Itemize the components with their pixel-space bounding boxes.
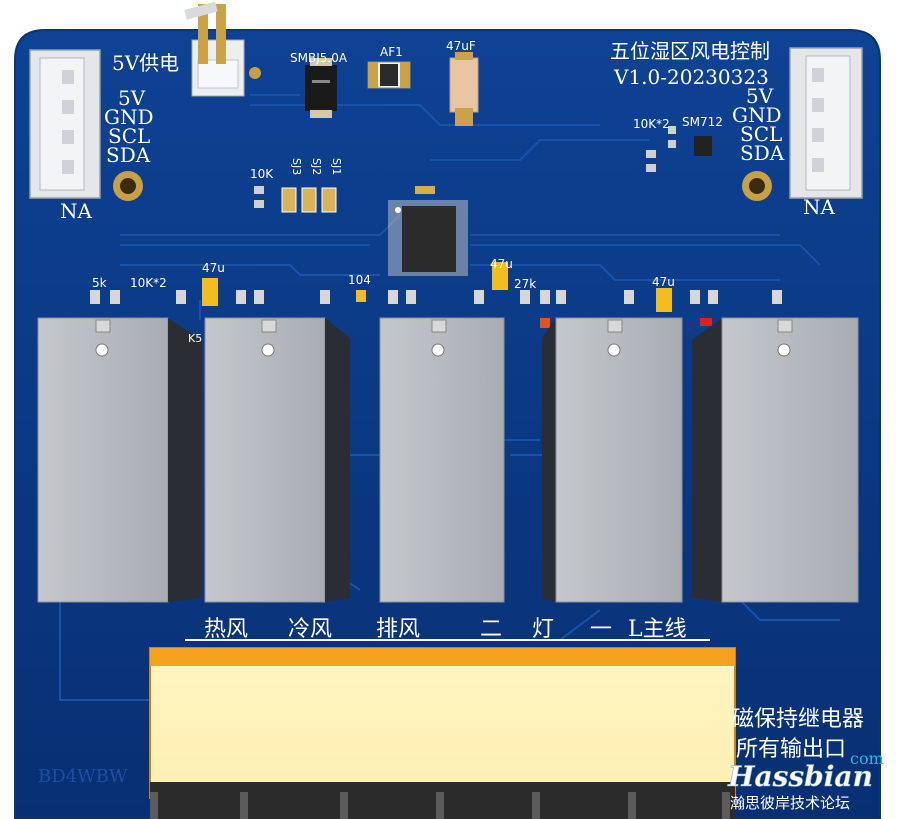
tvs-diode bbox=[305, 58, 337, 118]
label-right-pin-gnd: GND bbox=[732, 103, 782, 127]
led-indicator bbox=[700, 318, 712, 326]
label-cap-top: 47uF bbox=[446, 39, 476, 53]
label-cap-47u-b: 47u bbox=[490, 257, 513, 271]
label-right-na: NA bbox=[803, 195, 836, 219]
label-channel-two: 二 bbox=[480, 617, 502, 642]
label-channel-light: 灯 bbox=[532, 617, 554, 642]
main-ic bbox=[388, 186, 468, 276]
relay-5 bbox=[692, 317, 859, 603]
esd-protector bbox=[646, 126, 712, 172]
label-title-line1: 五位湿区风电控制 bbox=[610, 39, 770, 63]
label-sj2: SJ2 bbox=[310, 158, 323, 175]
power-header bbox=[184, 1, 245, 97]
label-left-na: NA bbox=[60, 199, 93, 223]
label-r-10k2: 10K*2 bbox=[130, 276, 167, 290]
tantalum-caps-row bbox=[202, 262, 672, 312]
label-sj3: SJ3 bbox=[290, 158, 303, 175]
label-cap-47u-c: 47u bbox=[652, 275, 675, 289]
label-channel-one: 一 bbox=[590, 617, 612, 642]
watermark-cn: 瀚思彼岸技术论坛 bbox=[730, 794, 850, 812]
label-power: 5V供电 bbox=[112, 51, 179, 75]
label-cap-47u-a: 47u bbox=[202, 261, 225, 275]
via-pad bbox=[249, 67, 261, 79]
label-side-bottom: BD4WBW bbox=[38, 766, 128, 787]
label-esd: SM712 bbox=[682, 115, 723, 129]
watermark-brand: Hassbian bbox=[727, 760, 873, 793]
label-left-pin-5v: 5V bbox=[118, 86, 146, 110]
label-sj1: SJ1 bbox=[330, 158, 343, 175]
label-channel-exhaust: 排风 bbox=[376, 617, 420, 642]
label-left-pin-scl: SCL bbox=[108, 124, 150, 148]
watermark: com Hassbian 瀚思彼岸技术论坛 bbox=[727, 749, 884, 812]
fuse bbox=[367, 61, 411, 89]
label-channel-cold-air: 冷风 bbox=[288, 617, 332, 642]
label-channel-l-main: L主线 bbox=[628, 617, 687, 642]
mounting-hole-right bbox=[742, 171, 772, 201]
label-r-right: 10K*2 bbox=[633, 117, 670, 131]
terminal-block bbox=[149, 647, 736, 819]
label-cap-104: 104 bbox=[348, 273, 371, 287]
label-left-pin-sda: SDA bbox=[106, 143, 151, 167]
label-right-pin-scl: SCL bbox=[740, 122, 782, 146]
label-r-27k: 27k bbox=[514, 277, 536, 291]
label-right-pin-sda: SDA bbox=[740, 141, 785, 165]
relay-1 bbox=[37, 317, 202, 603]
connector-left bbox=[29, 49, 101, 199]
label-left-pin-gnd: GND bbox=[104, 105, 154, 129]
label-side-note-2: 所有输出口 bbox=[736, 737, 846, 762]
label-title-line2: V1.0-20230323 bbox=[613, 65, 769, 89]
label-r-5k: 5k bbox=[92, 276, 107, 290]
label-channel-hot-air: 热风 bbox=[204, 617, 248, 642]
label-tvs: SMBJ5.0A bbox=[290, 51, 348, 65]
tantalum-cap-top bbox=[449, 52, 479, 126]
label-right-pin-5v: 5V bbox=[746, 84, 774, 108]
connector-right bbox=[789, 47, 863, 199]
label-k5: K5 bbox=[188, 332, 202, 345]
relay-4 bbox=[542, 317, 683, 603]
label-fuse: AF1 bbox=[380, 45, 403, 59]
label-r-left: 10K bbox=[250, 167, 274, 181]
relay-3 bbox=[379, 317, 505, 603]
watermark-com: com bbox=[850, 749, 884, 768]
solder-jumpers bbox=[254, 186, 337, 213]
led-indicator bbox=[540, 318, 550, 328]
mounting-hole-left bbox=[113, 171, 143, 201]
smd-component-row bbox=[90, 290, 782, 304]
relay-2 bbox=[204, 317, 350, 603]
label-side-note-1: 磁保持继电器 bbox=[732, 707, 864, 732]
